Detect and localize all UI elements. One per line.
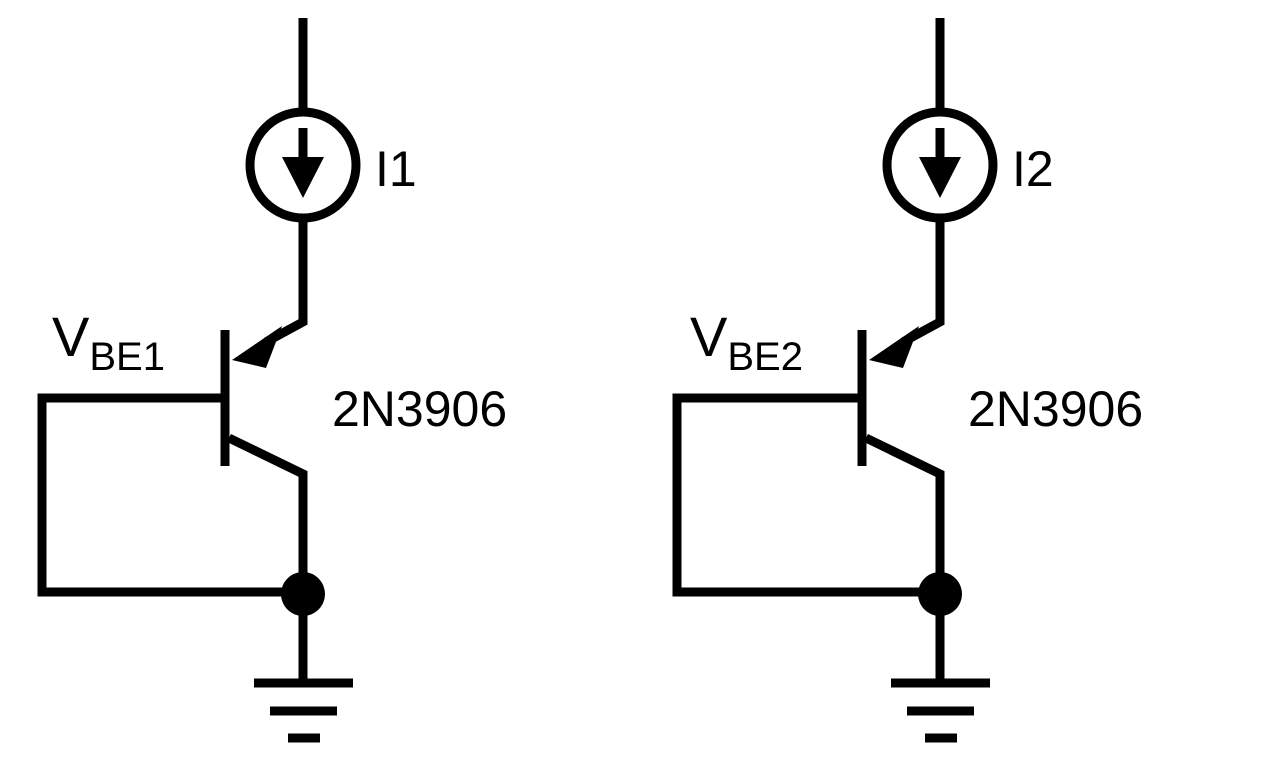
transistor-part-label: 2N3906	[332, 381, 507, 437]
vbe-main: V	[690, 305, 728, 368]
ground-symbol	[254, 678, 353, 743]
collector-wire	[864, 433, 945, 592]
current-source-i1	[245, 107, 361, 223]
vbe-main: V	[52, 305, 90, 368]
emitter-wire	[263, 218, 308, 346]
base-short-wire	[672, 393, 940, 597]
ground-symbol	[891, 678, 990, 743]
circuit-2: I2 VBE2 2N3906	[672, 18, 1143, 743]
current-arrow-head	[919, 157, 961, 198]
current-source-label: I1	[375, 141, 417, 197]
transistor-part-label: 2N3906	[968, 381, 1143, 437]
vbe-subscript: BE2	[727, 335, 803, 379]
vbe-subscript: BE1	[89, 335, 165, 379]
circuit-1: I1 VBE1 2N3906	[37, 18, 507, 743]
base-short-wire	[37, 393, 303, 597]
vbe-label: VBE1	[52, 305, 165, 379]
current-source-label: I2	[1012, 141, 1054, 197]
emitter-arrow	[232, 326, 282, 368]
vbe-label: VBE2	[690, 305, 803, 379]
emitter-wire	[900, 218, 945, 346]
current-arrow-head	[282, 157, 324, 198]
current-source-i2	[882, 107, 998, 223]
emitter-arrow	[869, 326, 919, 368]
collector-wire	[227, 433, 308, 592]
